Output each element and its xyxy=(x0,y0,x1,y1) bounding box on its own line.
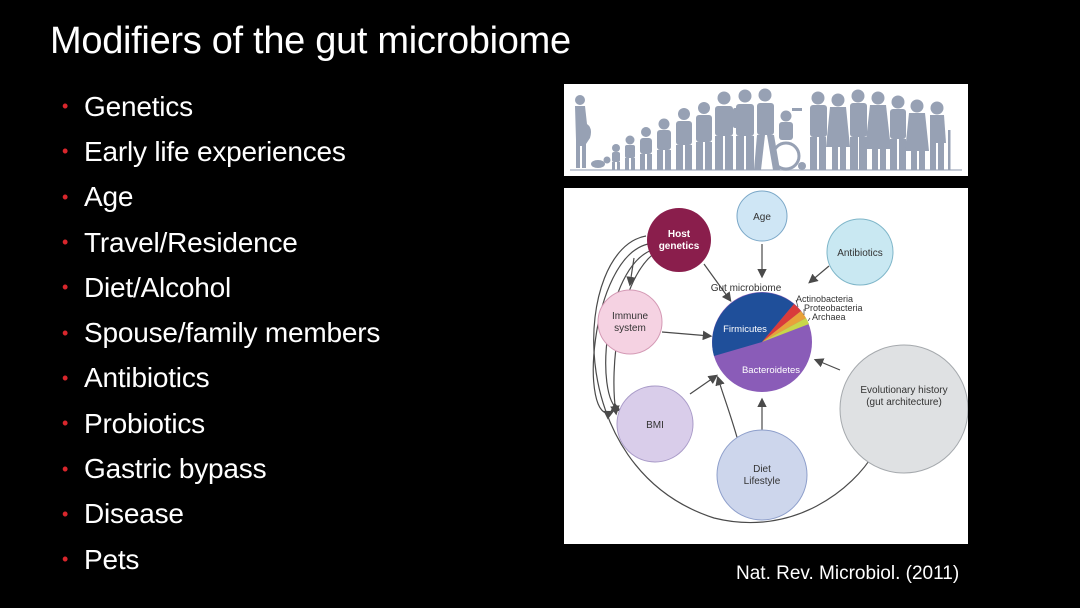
list-item-label: Spouse/family members xyxy=(84,317,381,349)
list-item: • Travel/Residence xyxy=(62,220,380,265)
list-item: • Genetics xyxy=(62,84,380,129)
list-item: • Early life experiences xyxy=(62,129,380,174)
list-item-label: Diet/Alcohol xyxy=(84,271,232,303)
diet-label-2: Lifestyle xyxy=(744,476,781,487)
age-node xyxy=(736,190,788,242)
bullet-dot-icon: • xyxy=(62,186,69,207)
bullet-dot-icon: • xyxy=(62,367,69,388)
bullet-dot-icon: • xyxy=(62,503,69,524)
list-item-label: Gastric bypass xyxy=(84,453,267,485)
list-item-label: Travel/Residence xyxy=(84,226,298,258)
list-item-label: Probiotics xyxy=(84,407,205,439)
proteobacteria-slice xyxy=(762,311,806,342)
bullet-dot-icon: • xyxy=(62,96,69,117)
bullet-dot-icon: • xyxy=(62,549,69,570)
phyla-leader-lines xyxy=(795,299,811,322)
list-item: • Age xyxy=(62,175,380,220)
list-item-label: Pets xyxy=(84,543,140,575)
diet-label-1: Diet xyxy=(753,464,771,475)
evolution-label-1: Evolutionary history xyxy=(860,385,947,396)
immune-system-node xyxy=(597,289,663,355)
list-item-label: Age xyxy=(84,181,134,213)
connector-arrows xyxy=(592,235,876,524)
antibiotics-node xyxy=(826,218,894,286)
proteobacteria-label: Proteobacteria xyxy=(804,303,863,313)
list-item: • Spouse/family members xyxy=(62,310,380,355)
modifier-list: • Genetics • Early life experiences • Age •… xyxy=(62,84,380,582)
antibiotics-label: Antibiotics xyxy=(837,248,883,259)
host-genetics-label-2: genetics xyxy=(659,241,700,252)
life-stages-image xyxy=(564,84,968,176)
microbiome-diagram-svg: Age Host genetics Antibiotics Immune sys… xyxy=(592,190,969,524)
list-item-label: Early life experiences xyxy=(84,135,346,167)
list-item-label: Genetics xyxy=(84,90,193,122)
list-item: • Diet/Alcohol xyxy=(62,265,380,310)
immune-label-1: Immune xyxy=(612,311,649,322)
firmicutes-label: Firmicutes xyxy=(723,324,767,335)
bullet-dot-icon: • xyxy=(62,458,69,479)
list-item: • Antibiotics xyxy=(62,356,380,401)
list-item-label: Antibiotics xyxy=(84,362,210,394)
bacteroidetes-label: Bacteroidetes xyxy=(742,365,800,376)
list-item-label: Disease xyxy=(84,498,184,530)
archaea-slice xyxy=(762,318,809,342)
bmi-node xyxy=(616,385,694,463)
bullet-dot-icon: • xyxy=(62,413,69,434)
list-item: • Gastric bypass xyxy=(62,446,380,491)
list-item: • Probiotics xyxy=(62,401,380,446)
life-stages-silhouettes xyxy=(570,88,962,171)
age-label: Age xyxy=(753,212,771,223)
bullet-dot-icon: • xyxy=(62,232,69,253)
slide-title: Modifiers of the gut microbiome xyxy=(50,20,571,62)
gut-microbiome-label: Gut microbiome xyxy=(711,283,782,294)
bmi-label: BMI xyxy=(646,420,664,431)
host-genetics-node xyxy=(647,208,711,272)
citation: Nat. Rev. Microbiol. (2011) xyxy=(736,563,960,584)
immune-label-2: system xyxy=(614,323,646,334)
bullet-dot-icon: • xyxy=(62,277,69,298)
evolutionary-history-node xyxy=(839,344,969,474)
bullet-dot-icon: • xyxy=(62,322,69,343)
archaea-label: Archaea xyxy=(812,312,846,322)
bullet-dot-icon: • xyxy=(62,141,69,162)
list-item: • Pets xyxy=(62,537,380,582)
actinobacteria-slice xyxy=(762,304,801,342)
host-genetics-label-1: Host xyxy=(668,229,691,240)
diet-lifestyle-node xyxy=(716,429,808,521)
microbiome-diagram: Age Host genetics Antibiotics Immune sys… xyxy=(564,188,969,544)
actinobacteria-label: Actinobacteria xyxy=(796,294,853,304)
evolution-label-2: (gut architecture) xyxy=(866,397,942,408)
firmicutes-slice xyxy=(712,292,794,356)
list-item: • Disease xyxy=(62,492,380,537)
